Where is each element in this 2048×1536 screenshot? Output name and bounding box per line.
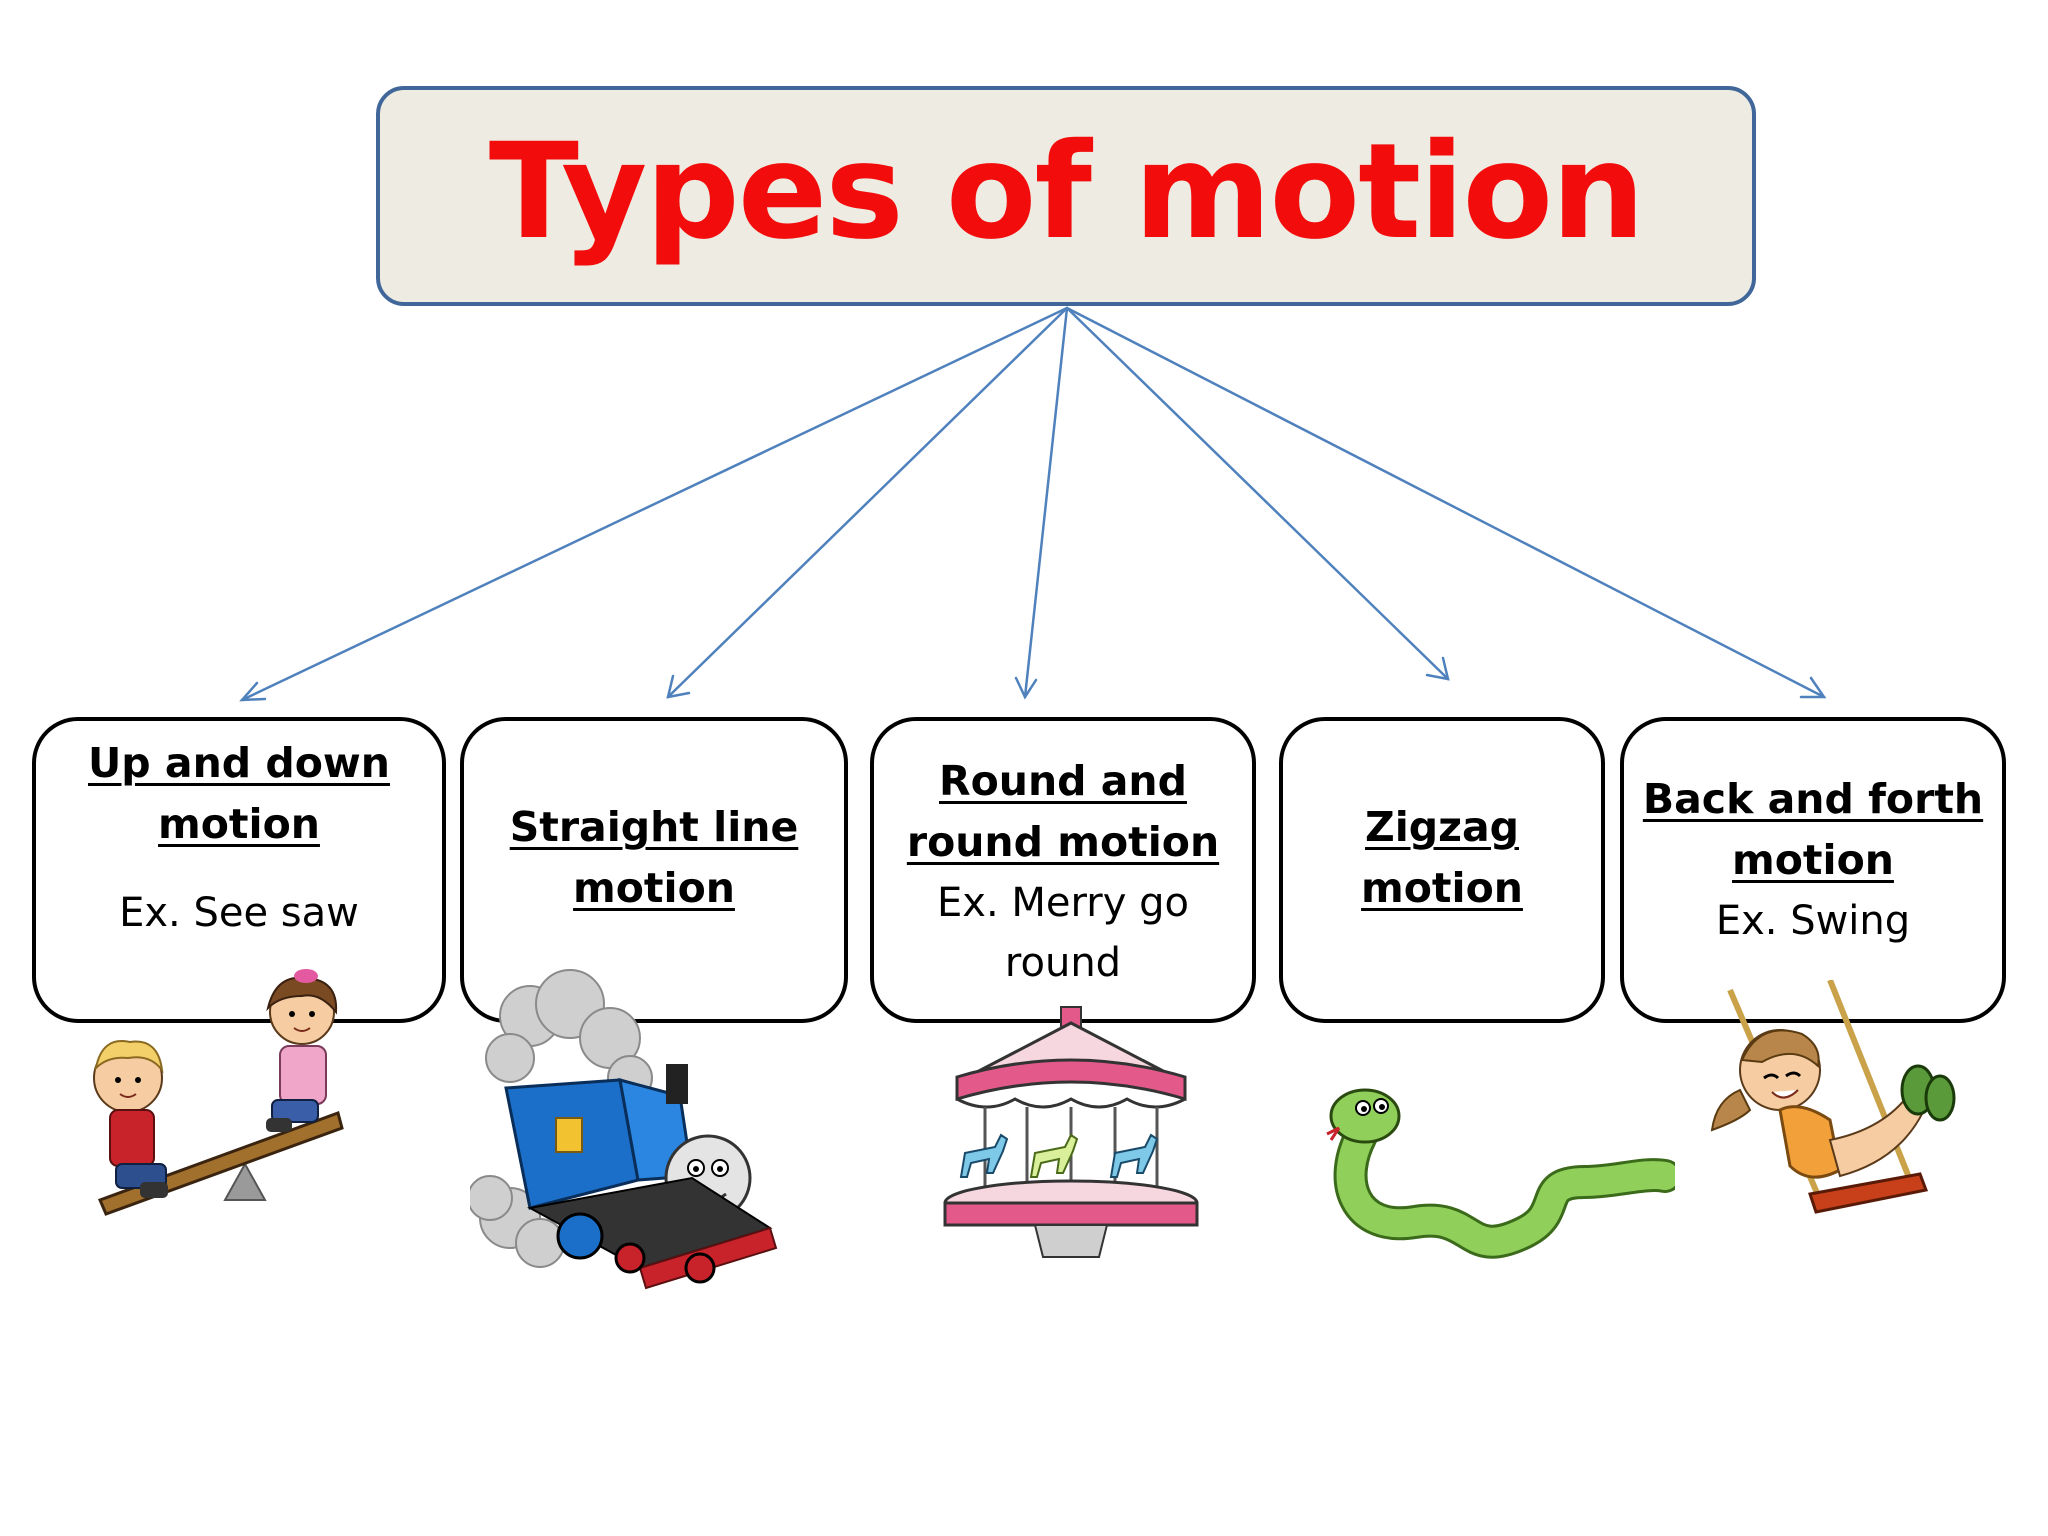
card-heading-line: Back and forth: [1642, 775, 1984, 823]
card-heading-line: motion: [1361, 864, 1523, 912]
card-heading-line: Up and down: [88, 739, 390, 787]
card-heading-line: Round and: [939, 757, 1187, 805]
motion-card-zigzag: Zigzag motion: [1279, 717, 1605, 1023]
motion-card-round-and-round: Round and round motion Ex. Merry go roun…: [870, 717, 1256, 1023]
snake-illustration: [1326, 1088, 1675, 1259]
seesaw-kids-illustration: [93, 969, 344, 1216]
merry-go-round-illustration: [943, 1006, 1199, 1258]
card-heading-line: Straight line: [509, 803, 799, 851]
title-box: Types of motion: [376, 86, 1756, 306]
motion-card-straight-line: Straight line motion: [460, 717, 848, 1023]
arrow-to-straight-line: [666, 306, 1069, 699]
motion-card-up-and-down: Up and down motion Ex. See saw: [32, 717, 446, 1023]
card-heading-line: Zigzag: [1364, 803, 1519, 851]
arrow-to-back-and-forth: [1065, 306, 1827, 699]
steam-train-illustration: [470, 969, 778, 1290]
arrow-to-zigzag: [1065, 306, 1450, 681]
card-heading-line: round motion: [906, 818, 1220, 866]
arrow-to-round-and-round: [1014, 306, 1069, 700]
arrow-to-up-and-down: [239, 306, 1069, 702]
card-example: Ex. Swing: [1715, 898, 1911, 944]
card-example: round: [1004, 940, 1122, 986]
diagram-title: Types of motion: [488, 115, 1645, 269]
motion-card-back-and-forth: Back and forth motion Ex. Swing: [1620, 717, 2006, 1023]
card-heading-line: motion: [573, 864, 735, 912]
card-example: Ex. See saw: [119, 890, 359, 936]
card-example: Ex. Merry go: [937, 880, 1189, 926]
card-heading-line: motion: [158, 800, 320, 848]
card-heading-line: motion: [1732, 836, 1894, 884]
girl-on-swing-illustration: [1710, 980, 1956, 1214]
